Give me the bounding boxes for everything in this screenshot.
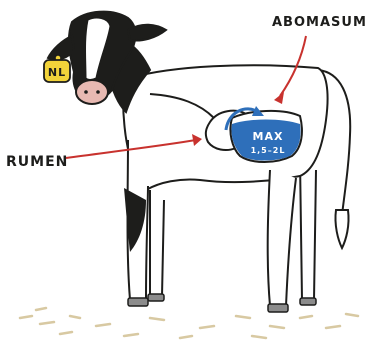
cow-hoof — [300, 298, 316, 305]
cow-hoof — [268, 304, 288, 312]
cow-nostril — [84, 90, 88, 94]
cow-hoof — [128, 298, 148, 306]
cow-ear-right — [128, 25, 166, 41]
cow-hoof — [148, 294, 164, 301]
ear-tag-label: NL — [48, 66, 66, 79]
rumen-label: RUMEN — [6, 154, 68, 170]
capacity-max-label: MAX — [253, 130, 284, 143]
cow-leg-back-far — [300, 160, 316, 300]
cow-back-leg-near — [268, 170, 296, 306]
ear-tag-icon: NL — [44, 55, 70, 82]
cow-nostril — [96, 90, 100, 94]
ground-straw — [20, 308, 358, 338]
capacity-range-label: 1,5–2L — [251, 146, 286, 155]
cow-muzzle — [76, 80, 108, 104]
tail-tuft — [335, 210, 348, 248]
abomasum-label: ABOMASUM — [272, 15, 367, 30]
cow-leg-front-far — [150, 190, 164, 296]
